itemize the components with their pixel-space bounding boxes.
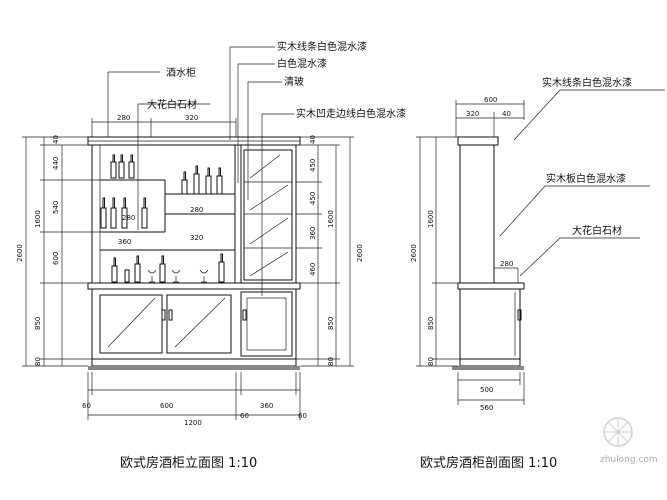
left-dim-600: 600: [52, 252, 60, 265]
bottom-dim-360: 360: [260, 402, 273, 410]
left-dim-440: 440: [52, 157, 60, 170]
section-title: 欧式房酒柜剖面图 1:10: [420, 455, 557, 471]
bottom-dim-60c: 60: [298, 412, 307, 420]
section-dim-2600: 2600: [410, 244, 418, 262]
section-bottom-dim-500: 500: [480, 386, 493, 394]
section-drawing: 600 320 40 1600 2600 850 80 280 500 560 …: [410, 76, 665, 471]
callout-glass: 清玻: [284, 75, 304, 88]
left-dim-850: 850: [34, 317, 42, 330]
section-inner-dim-280: 280: [500, 260, 513, 268]
watermark-logo: [603, 417, 633, 447]
right-dim-850: 850: [327, 317, 335, 330]
section-callout-solid-wood-board: 实木板白色混水漆: [546, 172, 626, 185]
bottom-dim-1200: 1200: [184, 419, 202, 427]
section-top-dim-600: 600: [484, 96, 497, 104]
inner-dim-320: 320: [190, 234, 203, 242]
section-dim-80: 80: [427, 357, 435, 366]
section-dim-850: 850: [427, 317, 435, 330]
inner-dim-360: 360: [118, 238, 131, 246]
right-dim-360: 360: [309, 227, 317, 240]
section-dim-1600: 1600: [427, 210, 435, 228]
right-dim-40: 40: [309, 135, 317, 144]
left-dim-80: 80: [34, 357, 42, 366]
right-dim-80: 80: [327, 357, 335, 366]
section-callout-solid-wood-line: 实木线条白色混水漆: [542, 76, 632, 89]
right-dim-450b: 450: [309, 192, 317, 205]
wine-bottles: [100, 154, 225, 283]
top-dim-280: 280: [117, 114, 130, 122]
left-dim-2600: 2600: [16, 244, 24, 262]
inner-dim-280b: 280: [122, 214, 135, 222]
bottom-dim-60a: 60: [82, 402, 91, 410]
section-top-dim-40: 40: [502, 110, 511, 118]
watermark-text: zhulong.com: [600, 455, 658, 465]
left-dimension-chain: [22, 136, 100, 367]
right-dim-1600: 1600: [327, 210, 335, 228]
callout-solid-wood-edge: 实木凹走边线白色混水漆: [296, 107, 406, 120]
section-callout-marble: 大花白石材: [572, 224, 622, 237]
elevation-title: 欧式房酒柜立面图 1:10: [120, 455, 257, 471]
left-dim-40: 40: [52, 135, 60, 144]
right-dimension-chain: [296, 136, 354, 367]
section-leaders: [499, 89, 665, 277]
right-dim-450a: 450: [309, 159, 317, 172]
section-bottom-dim-560: 560: [480, 404, 493, 412]
top-dim-320: 320: [185, 114, 198, 122]
right-dim-460: 460: [309, 263, 317, 276]
inner-dim-280: 280: [190, 206, 203, 214]
callout-solid-wood-line: 实木线条白色混水漆: [277, 40, 367, 53]
section-dimension-chain: [416, 100, 525, 405]
section-top-dim-320: 320: [466, 110, 479, 118]
bottom-dim-600: 600: [160, 402, 173, 410]
callout-marble: 大花白石材: [147, 98, 197, 111]
bottom-dim-60b: 60: [240, 412, 249, 420]
callout-white-paint: 白色混水漆: [277, 57, 327, 70]
elevation-drawing: 40 440 1600 540 600 850 80 2600 40 450 1…: [16, 40, 406, 471]
left-dim-540: 540: [52, 201, 60, 214]
callout-wine-cabinet: 酒水柜: [166, 66, 196, 79]
elevation-leaders: [107, 46, 294, 296]
right-dim-2600: 2600: [356, 244, 364, 262]
left-dim-1600: 1600: [34, 210, 42, 228]
